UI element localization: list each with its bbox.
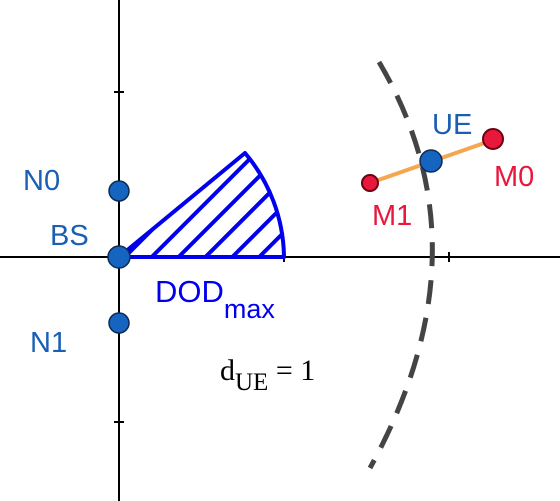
label-dod-main: DOD	[155, 274, 224, 309]
node-bs	[107, 245, 131, 269]
ue-distance-arc	[367, 60, 435, 470]
node-ue	[419, 149, 443, 173]
node-n0	[108, 180, 130, 202]
dod-sector-hatch	[119, 153, 284, 257]
label-dod-sub: max	[224, 294, 276, 324]
label-m1: M1	[372, 200, 412, 232]
label-n0: N0	[23, 165, 60, 197]
label-d-ue: dUE = 1	[220, 354, 315, 396]
node-m1	[361, 174, 379, 192]
label-d-main: d	[220, 354, 235, 387]
label-ue: UE	[432, 109, 472, 141]
dod-sector-outline	[117, 151, 286, 259]
label-d-sub: UE	[235, 369, 268, 396]
label-d-value: = 1	[268, 354, 315, 387]
label-bs: BS	[50, 220, 89, 252]
label-n1: N1	[30, 327, 67, 359]
label-dod-max: DODmax	[155, 274, 275, 324]
node-n1	[108, 312, 130, 334]
node-m0	[482, 128, 504, 150]
label-m0: M0	[494, 161, 534, 193]
